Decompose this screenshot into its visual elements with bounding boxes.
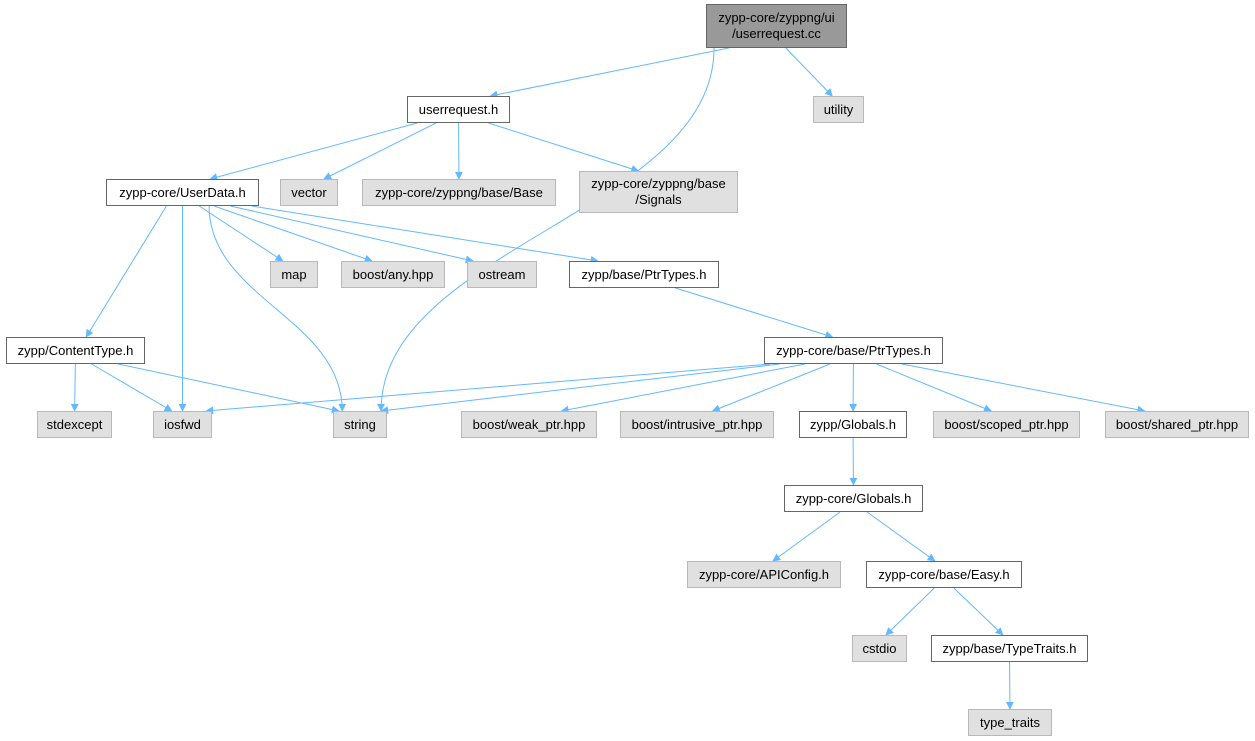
node-type-traits[interactable]: type_traits <box>968 709 1052 736</box>
node-label: type_traits <box>980 714 1040 730</box>
edge-contenttype-h-to-iosfwd <box>91 363 173 412</box>
node-base-signals[interactable]: zypp-core/zyppng/base /Signals <box>579 171 738 213</box>
node-label: zypp-core/Globals.h <box>795 490 912 506</box>
node-label: string <box>344 416 376 432</box>
node-label: zypp/ContentType.h <box>17 342 134 358</box>
node-label: zypp-core/base/PtrTypes.h <box>776 342 931 358</box>
node-iosfwd[interactable]: iosfwd <box>153 411 212 438</box>
node-label: stdexcept <box>46 416 103 432</box>
node-label: zypp-core/APIConfig.h <box>698 566 830 582</box>
node-typetraits-h[interactable]: zypp/base/TypeTraits.h <box>931 635 1088 662</box>
node-label: cstdio <box>862 640 897 656</box>
edge-core-ptrtypes-to-intrusive-ptr <box>711 363 831 413</box>
node-label: boost/scoped_ptr.hpp <box>944 416 1069 432</box>
node-contenttype-h[interactable]: zypp/ContentType.h <box>6 337 145 364</box>
edge-root-to-utility <box>785 47 833 97</box>
node-string[interactable]: string <box>333 411 387 438</box>
node-label: zypp-core/UserData.h <box>119 184 246 200</box>
node-label: ostream <box>478 266 526 282</box>
node-label: zypp/base/TypeTraits.h <box>942 640 1077 656</box>
edge-core-ptrtypes-to-iosfwd <box>205 363 771 415</box>
node-boost-any[interactable]: boost/any.hpp <box>341 261 445 288</box>
node-intrusive-ptr[interactable]: boost/intrusive_ptr.hpp <box>620 411 774 438</box>
node-label: map <box>281 266 307 282</box>
node-label: vector <box>291 184 327 200</box>
edge-zypp-ptrtypes-to-core-ptrtypes <box>675 287 834 339</box>
node-shared-ptr[interactable]: boost/shared_ptr.hpp <box>1105 411 1249 438</box>
node-utility[interactable]: utility <box>813 96 864 123</box>
edge-userrequest-h-to-base-signals <box>488 122 640 173</box>
edge-easy-h-to-cstdio <box>885 587 935 636</box>
edge-root-to-string <box>377 47 715 412</box>
edge-root-to-userrequest-h <box>489 47 729 99</box>
node-core-ptrtypes[interactable]: zypp-core/base/PtrTypes.h <box>764 337 943 364</box>
edge-easy-h-to-typetraits-h <box>953 587 1004 636</box>
edge-userdata-h-to-map <box>198 205 284 262</box>
node-base-base[interactable]: zypp-core/zyppng/base/Base <box>362 179 556 206</box>
node-label: zypp-core/zyppng/base/Base <box>375 184 543 200</box>
node-cstdio[interactable]: cstdio <box>852 635 907 662</box>
node-core-globals[interactable]: zypp-core/Globals.h <box>784 485 923 512</box>
node-label: zypp/Globals.h <box>810 416 896 432</box>
node-apiconfig[interactable]: zypp-core/APIConfig.h <box>687 561 841 588</box>
edge-core-globals-to-easy-h <box>866 511 936 562</box>
node-label: boost/intrusive_ptr.hpp <box>631 416 763 432</box>
node-scoped-ptr[interactable]: boost/scoped_ptr.hpp <box>933 411 1080 438</box>
edge-userdata-h-to-boost-any <box>213 205 373 263</box>
node-easy-h[interactable]: zypp-core/base/Easy.h <box>866 561 1022 588</box>
edge-contenttype-h-to-string <box>118 363 340 414</box>
node-label: boost/weak_ptr.hpp <box>472 416 586 432</box>
node-stdexcept[interactable]: stdexcept <box>37 411 112 438</box>
node-map[interactable]: map <box>270 261 318 288</box>
edge-contenttype-h-to-stdexcept <box>70 363 79 412</box>
edge-userrequest-h-to-vector <box>323 122 437 180</box>
node-label: zypp/base/PtrTypes.h <box>581 266 707 282</box>
node-userrequest-h[interactable]: userrequest.h <box>407 96 510 123</box>
edge-core-globals-to-apiconfig <box>772 511 841 562</box>
node-userdata-h[interactable]: zypp-core/UserData.h <box>106 179 259 206</box>
edge-userdata-h-to-string <box>208 205 347 412</box>
node-label: zypp-core/base/Easy.h <box>878 566 1010 582</box>
edge-core-ptrtypes-to-scoped-ptr <box>876 363 992 412</box>
node-root[interactable]: zypp-core/zyppng/ui /userrequest.cc <box>706 4 847 48</box>
edge-userrequest-h-to-userdata-h <box>209 122 418 181</box>
edge-core-ptrtypes-to-weak-ptr <box>560 363 805 414</box>
edge-userdata-h-to-ostream <box>230 205 474 264</box>
node-label: boost/any.hpp <box>352 266 434 282</box>
node-ostream[interactable]: ostream <box>467 261 537 288</box>
node-label: userrequest.h <box>418 101 499 117</box>
node-label: zypp-core/zyppng/ui /userrequest.cc <box>718 10 835 41</box>
node-label: boost/shared_ptr.hpp <box>1115 416 1239 432</box>
node-label: zypp-core/zyppng/base /Signals <box>591 176 726 207</box>
node-label: utility <box>823 101 854 117</box>
node-zypp-globals[interactable]: zypp/Globals.h <box>799 411 907 438</box>
node-weak-ptr[interactable]: boost/weak_ptr.hpp <box>461 411 597 438</box>
edge-userdata-h-to-zypp-ptrtypes <box>251 205 599 264</box>
node-vector[interactable]: vector <box>280 179 338 206</box>
node-label: iosfwd <box>164 416 201 432</box>
edge-userdata-h-to-contenttype-h <box>85 205 167 338</box>
edge-core-ptrtypes-to-shared-ptr <box>901 363 1146 414</box>
edge-core-ptrtypes-to-string <box>380 363 780 415</box>
node-zypp-ptrtypes[interactable]: zypp/base/PtrTypes.h <box>569 261 719 288</box>
edge-layer <box>70 47 1146 710</box>
